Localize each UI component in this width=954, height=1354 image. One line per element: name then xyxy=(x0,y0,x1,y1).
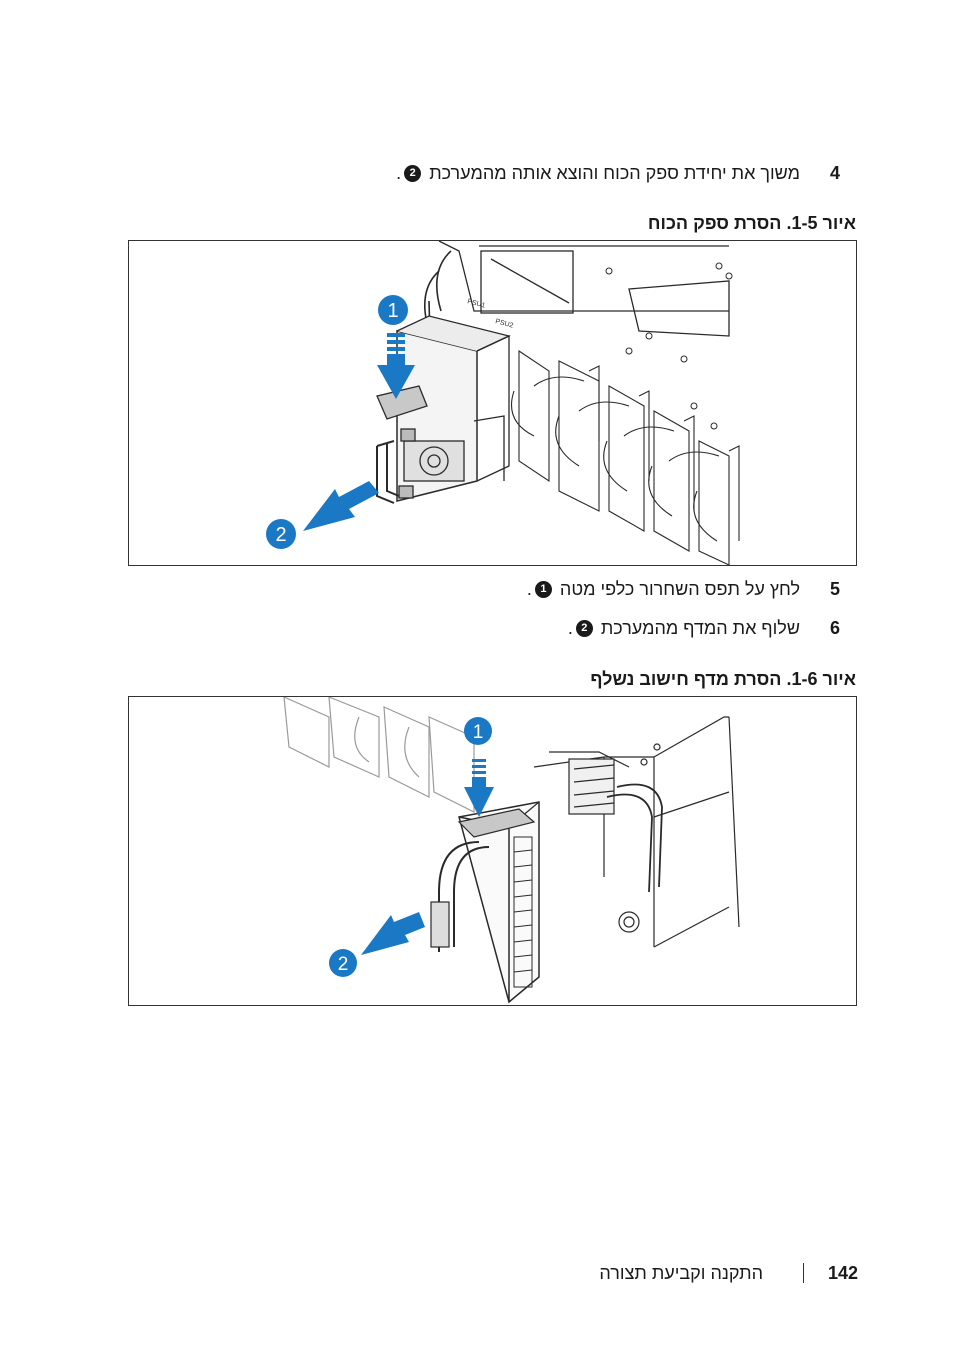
psu1-label: PSU1 xyxy=(466,298,486,310)
section-title: התקנה וקביעת תצורה xyxy=(599,1263,763,1283)
psu2-label: PSU2 xyxy=(494,318,514,330)
footer-divider xyxy=(803,1263,804,1283)
figure-title: איור 1-5. הסרת ספק הכוח xyxy=(647,213,856,233)
sled-illustration: 1 2 xyxy=(283,697,740,1004)
step-text: שלוף את המדף מהמערכת 2. xyxy=(567,617,800,638)
pull-arrow-icon xyxy=(361,912,425,955)
step-4: 4 משוך את יחידת ספק הכוח והוצא אותה מהמע… xyxy=(396,160,840,186)
figure-sled-removal: 1 2 xyxy=(128,696,857,1006)
step-text-body: לחץ על תפס השחרור כלפי מטה xyxy=(559,578,800,599)
step-text: לחץ על תפס השחרור כלפי מטה 1. xyxy=(526,578,800,599)
pull-arrow-icon xyxy=(303,481,379,531)
callout-1: 1 xyxy=(387,300,398,322)
callout-1: 1 xyxy=(473,722,484,743)
callout-marker: 2 xyxy=(575,620,593,638)
step-number: 5 xyxy=(829,578,840,599)
down-arrow-icon xyxy=(464,759,494,817)
step-6: 6 שלוף את המדף מהמערכת 2. xyxy=(568,615,840,641)
psu-illustration: PSU1 PSU2 1 2 xyxy=(266,241,740,565)
step-5: 5 לחץ על תפס השחרור כלפי מטה 1. xyxy=(527,576,840,602)
step-text-body: משוך את יחידת ספק הכוח והוצא אותה מהמערכ… xyxy=(429,162,800,183)
down-arrow-icon xyxy=(377,333,415,399)
page-number: 142 xyxy=(827,1263,858,1283)
step-text: משוך את יחידת ספק הכוח והוצא אותה מהמערכ… xyxy=(396,162,800,183)
callout-marker: 1 xyxy=(534,581,552,599)
callout-2: 2 xyxy=(275,524,286,546)
step-text-body: שלוף את המדף מהמערכת xyxy=(600,617,800,638)
step-number: 4 xyxy=(829,162,840,183)
callout-marker: 2 xyxy=(404,165,422,183)
step-number: 6 xyxy=(829,617,840,638)
figure-psu-removal: PSU1 PSU2 1 2 xyxy=(128,240,857,566)
callout-2: 2 xyxy=(338,954,349,975)
figure-title: איור 1-6. הסרת מדף חישוב נשלף xyxy=(590,669,856,689)
